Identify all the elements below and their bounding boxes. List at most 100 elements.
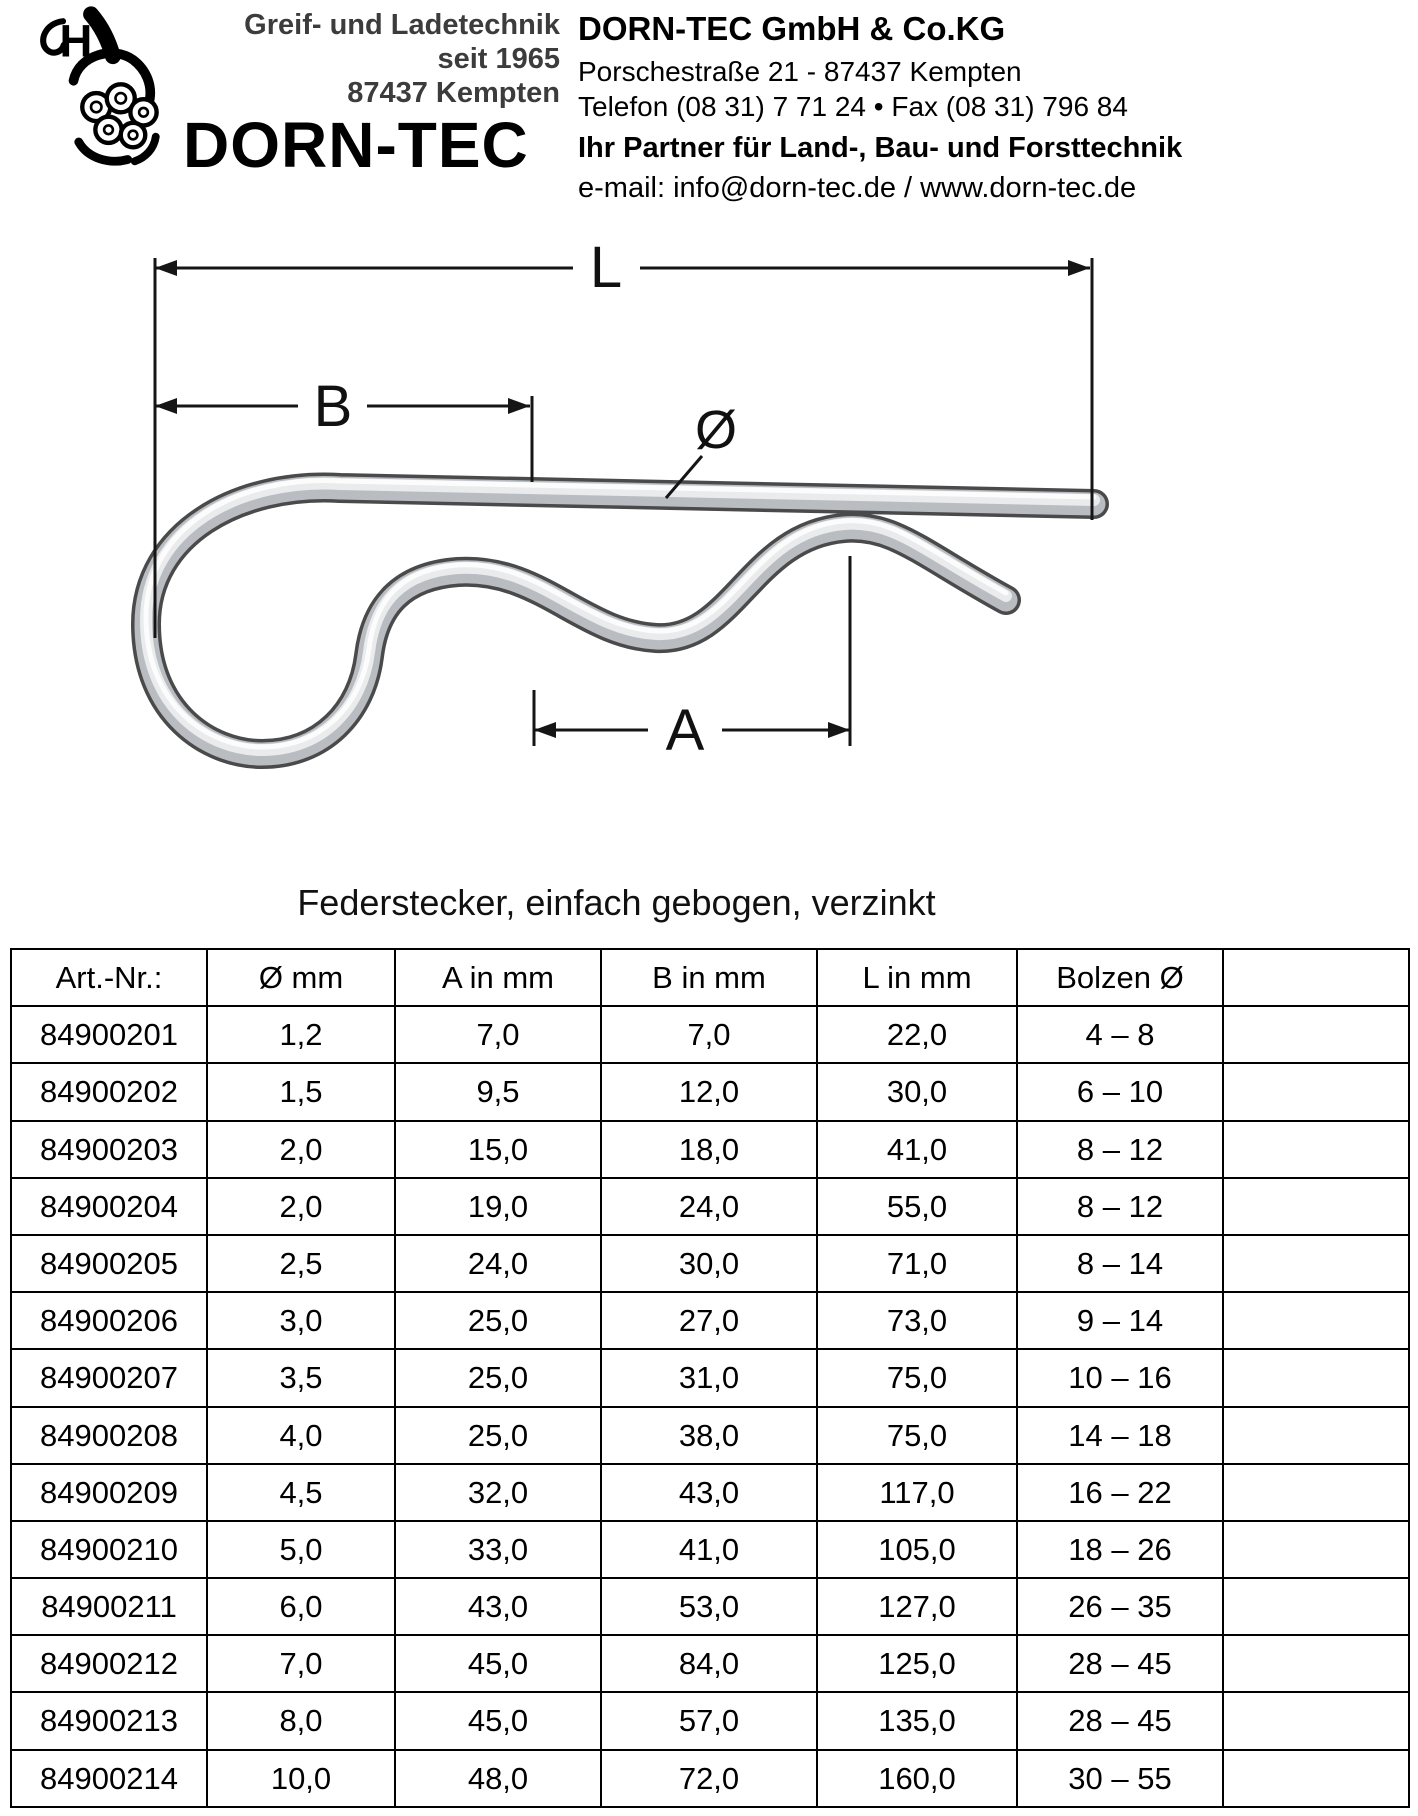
column-header: Ø mm bbox=[206, 947, 396, 1008]
table-cell bbox=[1222, 1519, 1410, 1580]
table-cell bbox=[1222, 1348, 1410, 1408]
column-header: Bolzen Ø bbox=[1016, 947, 1224, 1008]
table-cell: 27,0 bbox=[600, 1291, 818, 1351]
company-slogan: Ihr Partner für Land-, Bau- und Forsttec… bbox=[578, 132, 1183, 164]
table-cell: 53,0 bbox=[600, 1577, 818, 1637]
table-cell: 84900210 bbox=[10, 1519, 208, 1580]
table-cell: 4,0 bbox=[206, 1405, 396, 1465]
table-cell: 84900201 bbox=[10, 1005, 208, 1065]
table-cell: 7,0 bbox=[600, 1005, 818, 1065]
table-cell: 3,5 bbox=[206, 1348, 396, 1408]
logo-claw-lower bbox=[74, 137, 133, 166]
table-cell: 41,0 bbox=[816, 1119, 1018, 1179]
table-cell: 3,0 bbox=[206, 1291, 396, 1351]
table-cell bbox=[1222, 1062, 1410, 1122]
table-cell: 18 – 26 bbox=[1016, 1519, 1224, 1580]
table-cell: 6 – 10 bbox=[1016, 1062, 1224, 1122]
table-cell: 25,0 bbox=[394, 1348, 602, 1408]
table-cell: 71,0 bbox=[816, 1233, 1018, 1294]
dimension-diameter: Ø bbox=[664, 400, 737, 499]
column-header: B in mm bbox=[600, 947, 818, 1008]
table-cell: 31,0 bbox=[600, 1348, 818, 1408]
table-cell: 72,0 bbox=[600, 1748, 818, 1808]
logo-tagline: Greif- und Ladetechnik seit 1965 87437 K… bbox=[170, 8, 560, 111]
table-cell bbox=[1222, 1405, 1410, 1465]
company-email-web: e-mail: info@dorn-tec.de / www.dorn-tec.… bbox=[578, 172, 1137, 204]
table-cell bbox=[1222, 1577, 1410, 1637]
table-cell: 5,0 bbox=[206, 1519, 396, 1580]
table-cell: 84900204 bbox=[10, 1176, 208, 1236]
table-cell: 10,0 bbox=[206, 1748, 396, 1808]
table-cell: 55,0 bbox=[816, 1176, 1018, 1236]
company-address: Porschestraße 21 - 87437 Kempten bbox=[578, 56, 1022, 87]
table-cell bbox=[1222, 1005, 1410, 1065]
table-cell: 26 – 35 bbox=[1016, 1577, 1224, 1637]
table-cell bbox=[1222, 1291, 1410, 1351]
table-cell: 84900207 bbox=[10, 1348, 208, 1408]
table-cell: 48,0 bbox=[394, 1748, 602, 1808]
table-cell: 16 – 22 bbox=[1016, 1462, 1224, 1522]
table-cell: 8 – 12 bbox=[1016, 1119, 1224, 1179]
table-cell: 25,0 bbox=[394, 1291, 602, 1351]
table-cell: 28 – 45 bbox=[1016, 1634, 1224, 1694]
table-cell bbox=[1222, 1462, 1410, 1522]
logo-logs bbox=[80, 82, 159, 150]
technical-drawing: L B Ø A bbox=[131, 238, 1109, 769]
table-cell: 160,0 bbox=[816, 1748, 1018, 1808]
table-cell: 9,5 bbox=[394, 1062, 602, 1122]
table-cell: 57,0 bbox=[600, 1691, 818, 1751]
table-cell: 24,0 bbox=[394, 1233, 602, 1294]
pin-highlight bbox=[143, 478, 1097, 750]
table-cell: 127,0 bbox=[816, 1577, 1018, 1637]
table-cell bbox=[1222, 1634, 1410, 1694]
table-cell: 84900202 bbox=[10, 1062, 208, 1122]
table-cell: 33,0 bbox=[394, 1519, 602, 1580]
dimension-b: B bbox=[155, 374, 534, 482]
logo-claw-finger bbox=[130, 132, 160, 166]
table-cell: 30 – 55 bbox=[1016, 1748, 1224, 1808]
logo-claw-upper bbox=[68, 48, 156, 105]
tagline-line1: Greif- und Ladetechnik bbox=[244, 9, 560, 41]
table-cell: 73,0 bbox=[816, 1291, 1018, 1351]
table-cell bbox=[1222, 1119, 1410, 1179]
table-cell: 25,0 bbox=[394, 1405, 602, 1465]
table-cell: 32,0 bbox=[394, 1462, 602, 1522]
table-cell bbox=[1222, 1691, 1410, 1751]
table-cell bbox=[1222, 1176, 1410, 1236]
dim-label-l: L bbox=[590, 238, 622, 300]
table-cell: 24,0 bbox=[600, 1176, 818, 1236]
logo-log-rings bbox=[89, 91, 150, 141]
dim-label-b: B bbox=[314, 374, 353, 439]
dimension-a: A bbox=[532, 556, 852, 763]
table-cell: 41,0 bbox=[600, 1519, 818, 1580]
table-cell: 7,0 bbox=[206, 1634, 396, 1694]
table-cell: 75,0 bbox=[816, 1348, 1018, 1408]
table-cell: 22,0 bbox=[816, 1005, 1018, 1065]
table-cell: 30,0 bbox=[816, 1062, 1018, 1122]
table-cell: 84900206 bbox=[10, 1291, 208, 1351]
table-cell: 43,0 bbox=[394, 1577, 602, 1637]
table-cell: 84900212 bbox=[10, 1634, 208, 1694]
table-cell: 38,0 bbox=[600, 1405, 818, 1465]
table-cell: 125,0 bbox=[816, 1634, 1018, 1694]
table-cell: 84900213 bbox=[10, 1691, 208, 1751]
product-title: Federstecker, einfach gebogen, verzinkt bbox=[297, 882, 936, 923]
table-cell: 7,0 bbox=[394, 1005, 602, 1065]
table-cell: 8 – 12 bbox=[1016, 1176, 1224, 1236]
page-header: H Greif- und Ladetechnik seit 1 bbox=[0, 0, 1418, 215]
table-cell: 8,0 bbox=[206, 1691, 396, 1751]
table-cell: 84900205 bbox=[10, 1233, 208, 1294]
